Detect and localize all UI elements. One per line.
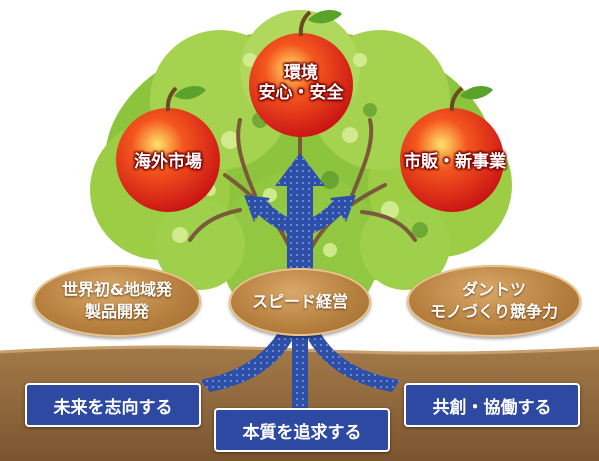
root-box-left: 未来を志向する (25, 383, 201, 427)
root-box-right-text: 共創・協働する (432, 397, 552, 418)
oval-right-line1: ダントツ (461, 280, 526, 299)
root-box-center-text: 本質を追求する (242, 422, 362, 443)
oval-left: 世界初&地域発 製品開発 (33, 265, 201, 337)
oval-center-text: スピード経営 (251, 292, 348, 311)
root-box-center: 本質を追求する (214, 408, 390, 452)
apple-left (116, 86, 220, 212)
apple-top (249, 10, 353, 137)
oval-right-line2: モノづくり競争力 (429, 302, 558, 321)
apple-label-right: 市販・新事業 (380, 152, 530, 172)
root-box-right: 共創・協働する (404, 383, 580, 427)
apple-right (400, 86, 504, 212)
oval-left-line2: 製品開発 (84, 302, 149, 321)
apple-label-left: 海外市場 (108, 152, 228, 172)
apple-label-left-text: 海外市場 (134, 152, 202, 172)
oval-right: ダントツ モノづくり競争力 (407, 265, 581, 337)
oval-left-line1: 世界初&地域発 (62, 280, 172, 299)
root-box-left-text: 未来を志向する (53, 397, 173, 418)
apple-label-right-text: 市販・新事業 (404, 152, 506, 172)
apple-label-top-line1: 環境 (284, 63, 318, 83)
apple-label-top-line2: 安心・安全 (258, 83, 344, 103)
oval-center: スピード経営 (229, 268, 371, 336)
apple-label-top: 環境 安心・安全 (241, 63, 361, 103)
